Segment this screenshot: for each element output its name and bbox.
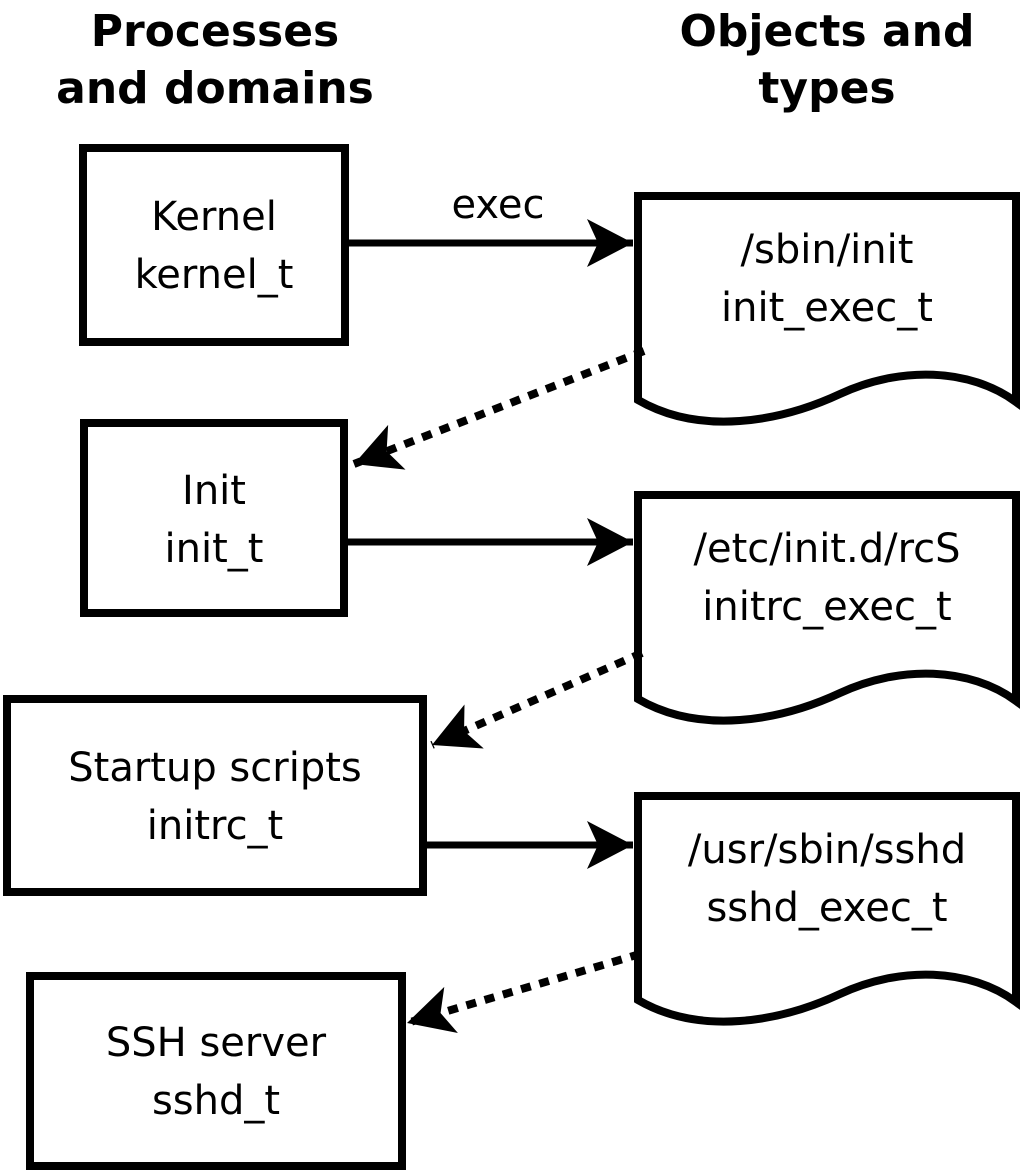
transition-arrow-sshd-exec-to-sshd-t: [405, 950, 642, 1033]
transition-arrow-initrc-exec-to-initrc-t: [430, 649, 644, 749]
object-node-sbin-init: /sbin/init init_exec_t: [634, 192, 1020, 426]
objects-header-line1: Objects and: [680, 6, 975, 57]
processes-header-line2: and domains: [56, 63, 374, 114]
object-type-label: initrc_exec_t: [702, 584, 951, 630]
object-type-label: sshd_exec_t: [706, 885, 947, 931]
document-shape: [634, 491, 1020, 725]
process-name-label: Kernel: [151, 194, 277, 240]
process-box-ssh-server: [26, 972, 406, 1170]
process-node-startup-scripts: Startup scripts initrc_t: [3, 695, 427, 896]
process-domain-label: init_t: [165, 526, 264, 572]
process-name-label: Startup scripts: [68, 745, 361, 791]
process-name-label: SSH server: [106, 1020, 327, 1066]
domain-transition-arrows: [352, 347, 646, 1033]
object-node-usr-sbin-sshd: /usr/sbin/sshd sshd_exec_t: [634, 792, 1020, 1026]
process-domain-label: sshd_t: [152, 1078, 280, 1124]
transition-arrow-init-exec-to-init-t: [352, 347, 646, 470]
objects-header-line2: types: [758, 63, 895, 114]
object-path-label: /sbin/init: [741, 227, 914, 273]
process-domain-label: kernel_t: [135, 252, 294, 298]
exec-arrows: exec: [348, 182, 633, 869]
processes-header-line1: Processes: [91, 6, 340, 57]
process-box-startup-scripts: [3, 695, 427, 896]
object-path-label: /usr/sbin/sshd: [688, 827, 966, 873]
object-path-label: /etc/init.d/rcS: [693, 526, 960, 572]
column-headers: Processes and domains Objects and types: [56, 6, 974, 114]
process-domain-label: initrc_t: [147, 803, 284, 849]
exec-arrow-label: exec: [452, 182, 545, 228]
process-node-ssh-server: SSH server sshd_t: [26, 972, 406, 1170]
process-box-kernel: [79, 144, 349, 346]
document-shape: [634, 192, 1020, 426]
object-type-label: init_exec_t: [721, 285, 933, 331]
object-node-etc-initd-rcs: /etc/init.d/rcS initrc_exec_t: [634, 491, 1020, 725]
process-name-label: Init: [182, 468, 246, 514]
process-node-kernel: Kernel kernel_t: [79, 144, 349, 346]
process-box-init: [80, 419, 348, 617]
process-node-init: Init init_t: [80, 419, 348, 617]
document-shape: [634, 792, 1020, 1026]
